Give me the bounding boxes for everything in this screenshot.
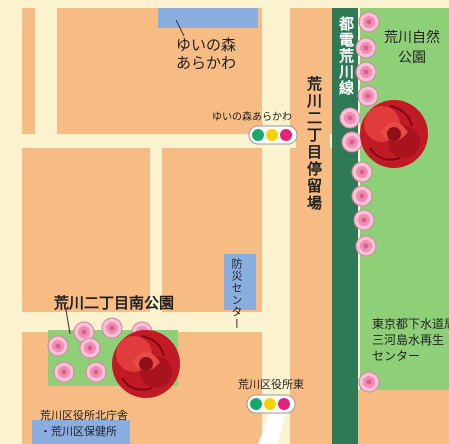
ward-office-east-label: 荒川区役所東 — [238, 378, 304, 391]
pink-rose-icon — [357, 85, 379, 107]
yuinomori-building — [158, 8, 258, 28]
bousai-center-label: 防災センター — [230, 258, 243, 330]
traffic-signal-south — [246, 394, 296, 414]
red-light-icon — [280, 129, 292, 141]
arakawa-park-label: 荒川自然 公園 — [384, 30, 440, 66]
block — [57, 8, 262, 134]
toden-line-track — [332, 8, 358, 444]
pink-rose-icon — [85, 361, 107, 383]
traffic-signal-north — [248, 125, 298, 145]
ward-office-building — [32, 420, 130, 444]
pink-rose-icon — [47, 335, 69, 357]
pink-rose-icon — [355, 235, 377, 257]
green-light-icon — [250, 398, 262, 410]
block — [358, 390, 449, 444]
pink-rose-icon — [355, 37, 377, 59]
yellow-light-icon — [264, 398, 276, 410]
block — [22, 148, 150, 312]
leader-line — [65, 309, 71, 335]
pink-rose-icon — [358, 371, 380, 393]
sewer-center-label: 東京都下水道局 三河島水再生 センター — [372, 317, 449, 363]
yuinomori-signal-label: ゆいの森あらかわ — [212, 112, 292, 123]
pink-rose-icon — [355, 61, 377, 83]
pink-rose-icon — [79, 337, 101, 359]
green-light-icon — [252, 129, 264, 141]
yellow-light-icon — [266, 129, 278, 141]
leader-line — [175, 19, 185, 37]
block — [22, 8, 35, 134]
south-park-label: 荒川二丁目南公園 — [54, 294, 175, 312]
yuinomori-label: ゆいの森 あらかわ — [176, 36, 237, 72]
pink-rose-icon — [358, 11, 380, 33]
pink-rose-icon — [341, 131, 363, 153]
pink-rose-icon — [101, 317, 123, 339]
ward-office-north-label: 荒川区役所北庁舎 ・荒川区保健所 — [40, 409, 128, 438]
tram-stop-platform — [296, 74, 330, 224]
bousai-center-building — [224, 254, 256, 310]
red-rose-icon — [111, 329, 181, 399]
pink-rose-icon — [339, 107, 361, 129]
pink-rose-icon — [351, 161, 373, 183]
pink-rose-icon — [353, 209, 375, 231]
red-light-icon — [278, 398, 290, 410]
pink-rose-icon — [351, 185, 373, 207]
toden-line-label: 都電荒川線 — [337, 16, 355, 96]
red-rose-icon — [359, 99, 429, 169]
pink-rose-icon — [53, 361, 75, 383]
tram-stop-label: 荒川二丁目停留場 — [305, 76, 323, 212]
